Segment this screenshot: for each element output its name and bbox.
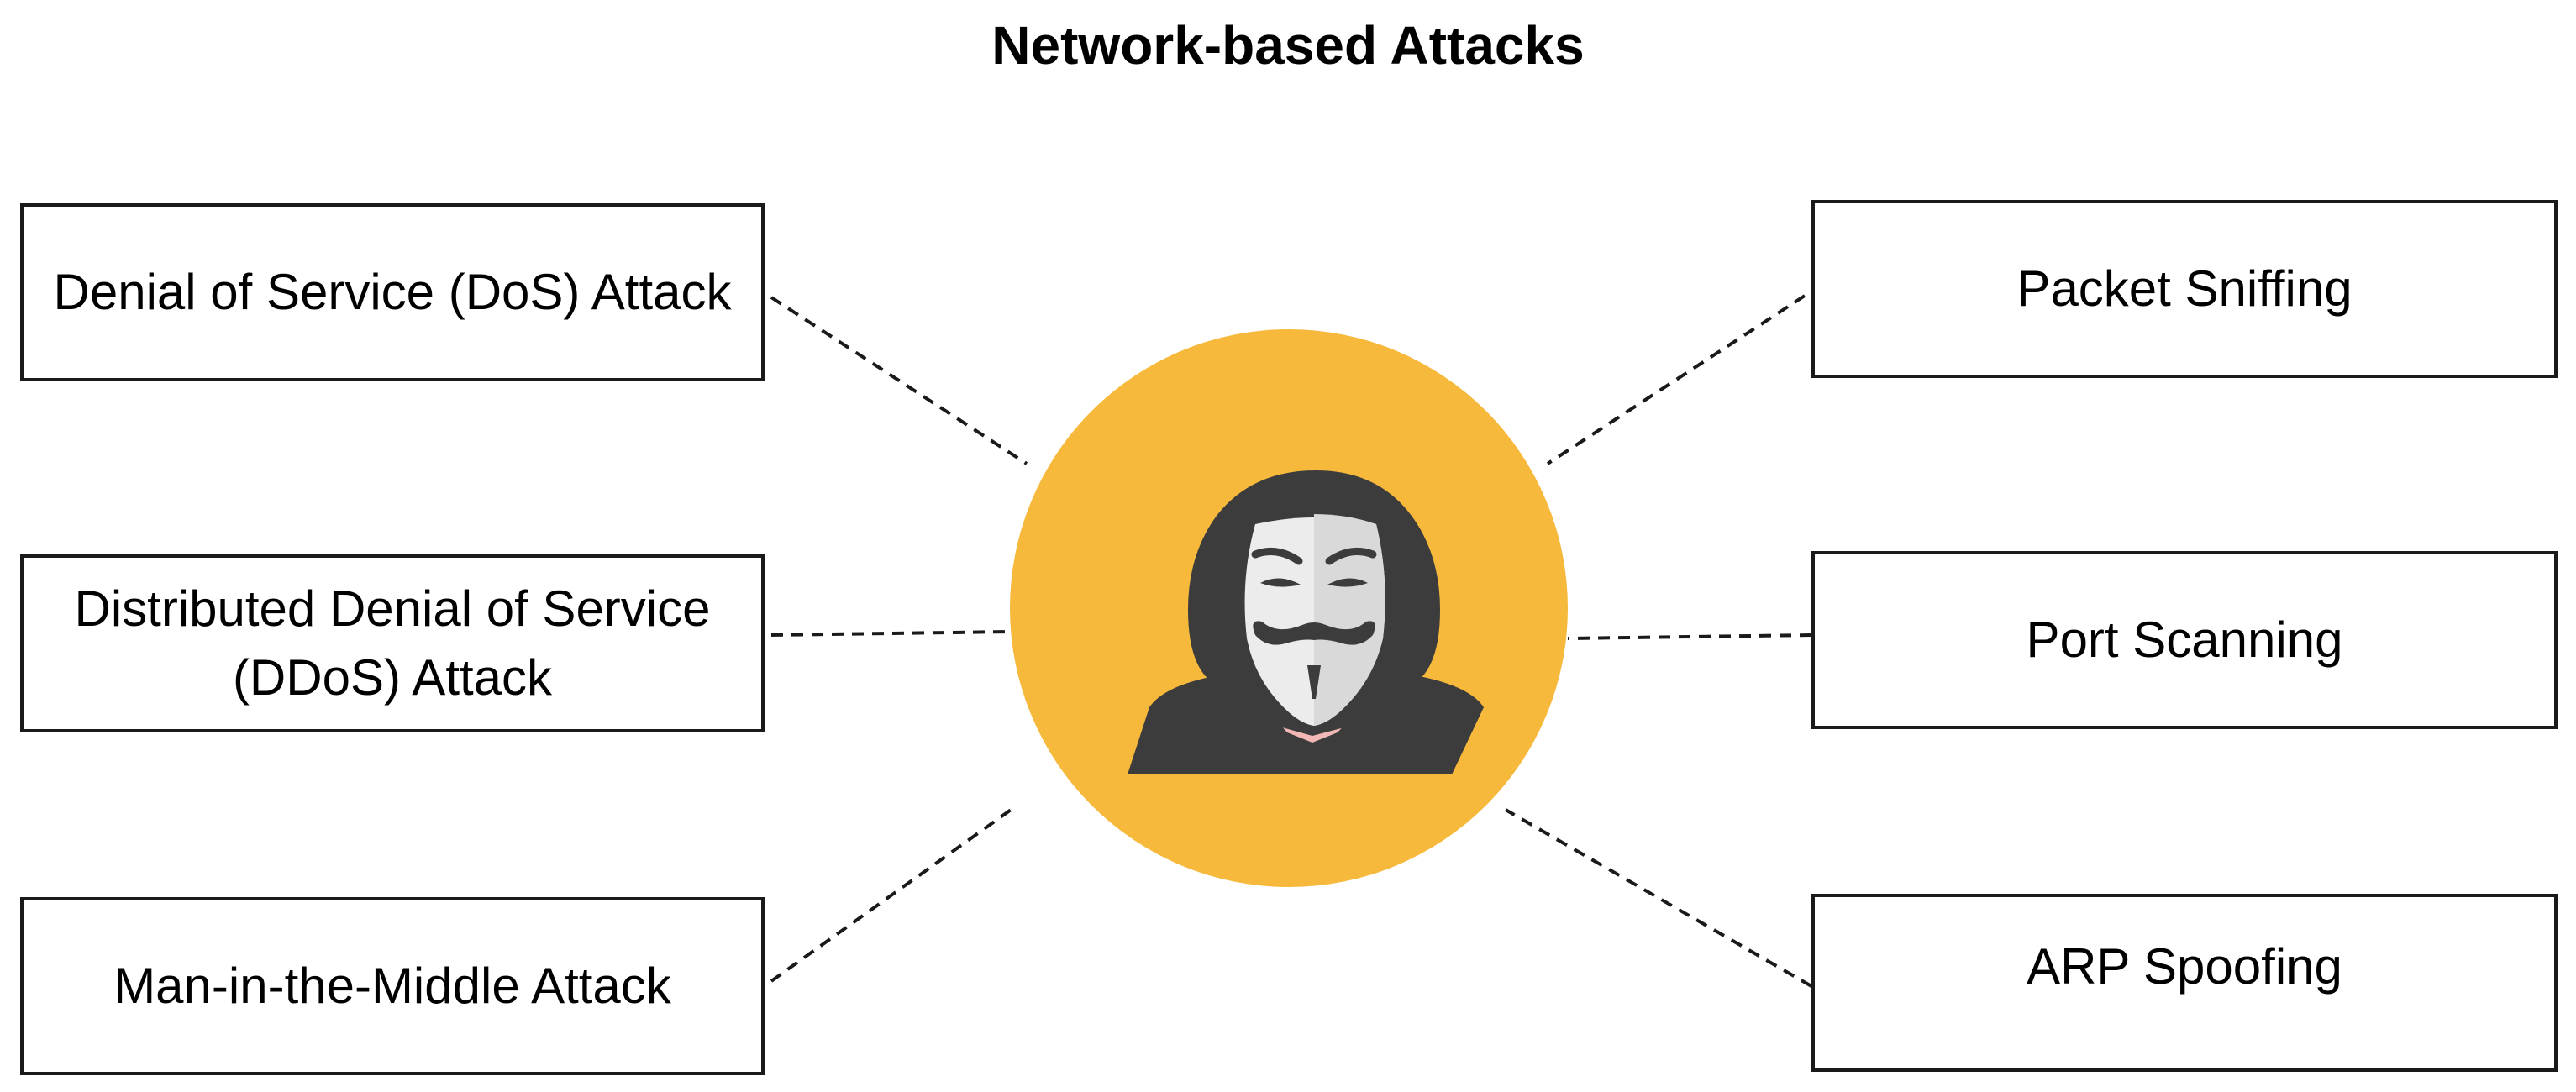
mask-goatee [1307, 665, 1321, 699]
mask-shadow [1314, 514, 1385, 726]
mask-eyebrow-left [1251, 547, 1303, 565]
node-port-label: Port Scanning [2026, 612, 2343, 668]
node-arp-spoofing: ARP Spoofing [1811, 894, 2558, 1072]
mask-mustache [1253, 621, 1375, 645]
mask-eye-right [1327, 578, 1368, 587]
node-mitm-label: Man-in-the-Middle Attack [113, 958, 671, 1014]
mask-eye-left [1260, 578, 1301, 587]
node-arp-label: ARP Spoofing [2027, 938, 2342, 995]
node-ddos-label: Distributed Denial of Service (DDoS) Att… [74, 580, 711, 706]
diagram-title: Network-based Attacks [991, 15, 1585, 76]
node-packet-sniffing: Packet Sniffing [1811, 200, 2558, 378]
connector-mitm [770, 806, 1015, 983]
connector-port [1567, 633, 1812, 640]
node-ddos-attack: Distributed Denial of Service (DDoS) Att… [20, 554, 765, 732]
node-sniffing-label: Packet Sniffing [2016, 260, 2353, 317]
node-mitm-attack: Man-in-the-Middle Attack [20, 897, 765, 1075]
node-dos-label: Denial of Service (DoS) Attack [53, 264, 732, 320]
mask-eyebrow-right [1325, 547, 1377, 565]
node-dos-attack: Denial of Service (DoS) Attack [20, 203, 765, 381]
connector-dos [770, 296, 1028, 465]
node-port-scanning: Port Scanning [1811, 551, 2558, 729]
connector-sniff [1546, 294, 1806, 465]
